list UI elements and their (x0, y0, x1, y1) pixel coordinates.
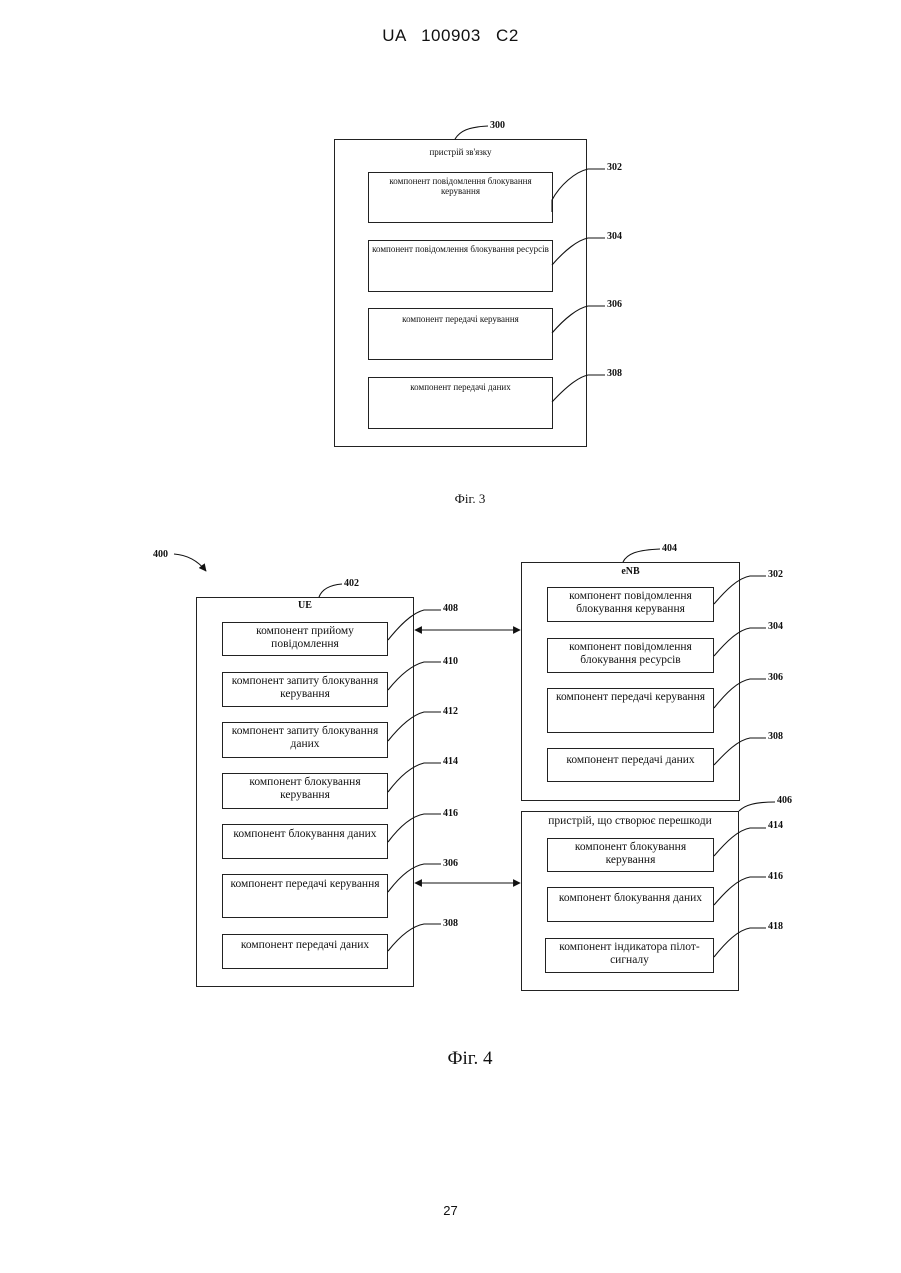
interferer-leader-418 (714, 928, 766, 957)
ue-leader-402 (319, 584, 342, 597)
enb-leader-304 (714, 628, 766, 656)
enb-leader-306 (714, 679, 766, 708)
fig3-leader-306 (552, 306, 605, 333)
interferer-leader-406 (739, 802, 775, 811)
fig3-leader-300 (455, 126, 488, 139)
enb-leader-308 (714, 738, 766, 765)
fig3-leader-308 (552, 375, 605, 402)
ue-leader-414 (388, 763, 441, 792)
fig3-leader-302 (552, 169, 605, 212)
ue-leader-412 (388, 712, 441, 741)
fig3-leader-304 (552, 238, 605, 265)
ue-leader-408 (388, 610, 441, 640)
ue-leader-410 (388, 662, 441, 690)
ue-leader-416 (388, 814, 441, 842)
page-number: 27 (0, 1203, 901, 1218)
interferer-leader-416 (714, 877, 766, 905)
ue-leader-306 (388, 864, 441, 892)
ue-leader-308 (388, 924, 441, 951)
enb-leader-302 (714, 576, 766, 604)
fig4-leader-400 (174, 554, 206, 571)
enb-leader-404 (623, 549, 660, 562)
interferer-leader-414 (714, 828, 766, 856)
